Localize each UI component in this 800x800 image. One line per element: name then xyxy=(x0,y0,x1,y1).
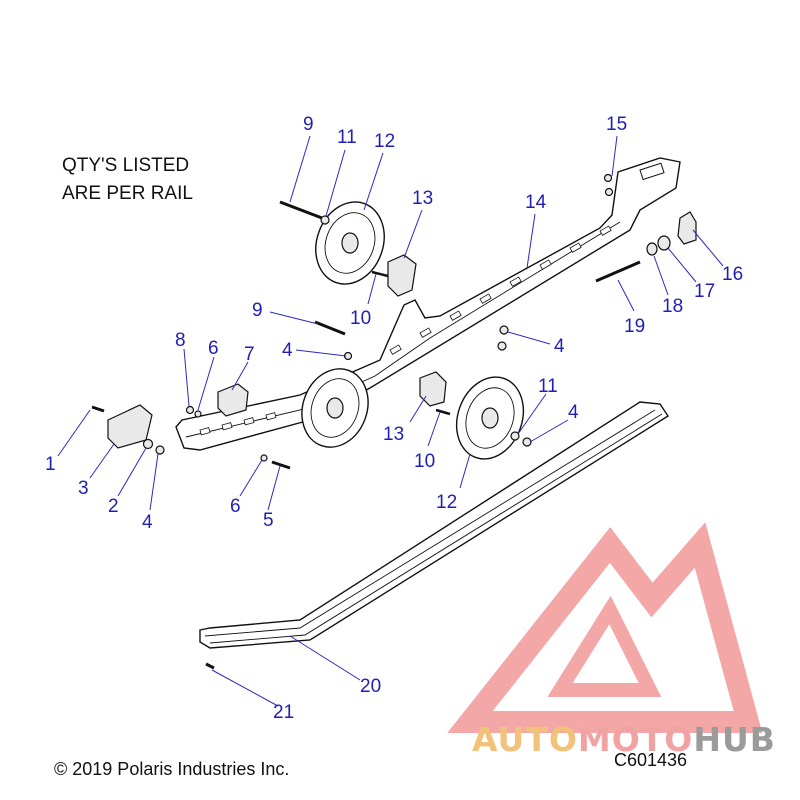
watermark-text: AUTOMOTOHUB xyxy=(472,720,776,759)
callout-6-upper: 6 xyxy=(208,338,219,359)
callout-13-upper: 13 xyxy=(412,188,433,209)
copyright-text: © 2019 Polaris Industries Inc. xyxy=(54,759,290,779)
slide-part-20 xyxy=(199,401,669,649)
callout-2: 2 xyxy=(108,496,119,517)
callout-16: 16 xyxy=(722,264,743,285)
callout-4-mid: 4 xyxy=(282,340,293,361)
nuts-washers xyxy=(142,173,614,462)
wheel-upper-part-12 xyxy=(315,201,385,285)
callout-1: 1 xyxy=(45,454,56,475)
washer-part-18 xyxy=(646,242,658,256)
watermark-moto: MOTO xyxy=(577,720,694,759)
callout-4-left: 4 xyxy=(142,512,153,533)
callout-9-lower: 9 xyxy=(252,300,263,321)
callout-19: 19 xyxy=(624,316,645,337)
callout-4-lower-right: 4 xyxy=(568,402,579,423)
bolts xyxy=(91,200,641,670)
callout-10-lower: 10 xyxy=(414,451,435,472)
callout-13-lower: 13 xyxy=(383,424,404,445)
callout-21: 21 xyxy=(273,702,294,723)
callout-7: 7 xyxy=(244,344,255,365)
bracket-part-16 xyxy=(677,211,697,245)
callout-3: 3 xyxy=(78,478,89,499)
callout-12-upper: 12 xyxy=(374,131,395,152)
wheel-mid xyxy=(301,368,369,448)
callout-14: 14 xyxy=(525,192,547,213)
callout-8: 8 xyxy=(175,330,186,351)
callout-9-upper: 9 xyxy=(303,114,314,135)
spacer-upper-part-13 xyxy=(387,254,417,297)
watermark-logo xyxy=(447,522,763,733)
callout-15: 15 xyxy=(606,114,627,135)
wheel-lower-part-12 xyxy=(455,376,525,460)
block-part-7 xyxy=(217,383,249,417)
leader-lines xyxy=(57,135,724,707)
callout-18: 18 xyxy=(662,296,683,317)
quantity-note-line-1: QTY'S LISTED xyxy=(62,155,190,176)
callouts: 9 11 12 13 14 15 16 17 18 19 10 9 4 4 8 … xyxy=(45,114,743,723)
callout-17: 17 xyxy=(694,281,715,302)
callout-10-upper: 10 xyxy=(350,308,371,329)
callout-5: 5 xyxy=(263,510,274,531)
diagram-code: C601436 xyxy=(614,750,688,770)
callout-12-lower: 12 xyxy=(436,492,457,513)
watermark-hub: HUB xyxy=(693,720,776,759)
quantity-note-line-2: ARE PER RAIL xyxy=(62,183,193,204)
callout-6-lower: 6 xyxy=(230,496,241,517)
watermark-auto: AUTO xyxy=(472,720,578,759)
spacer-part-17 xyxy=(657,235,671,251)
spacer-lower-part-13 xyxy=(419,371,447,407)
callout-11-upper: 11 xyxy=(337,127,357,148)
callout-4-right: 4 xyxy=(554,336,565,357)
callout-20: 20 xyxy=(360,676,381,697)
callout-11-lower: 11 xyxy=(538,376,558,397)
quantity-note: QTY'S LISTED ARE PER RAIL xyxy=(62,152,193,208)
